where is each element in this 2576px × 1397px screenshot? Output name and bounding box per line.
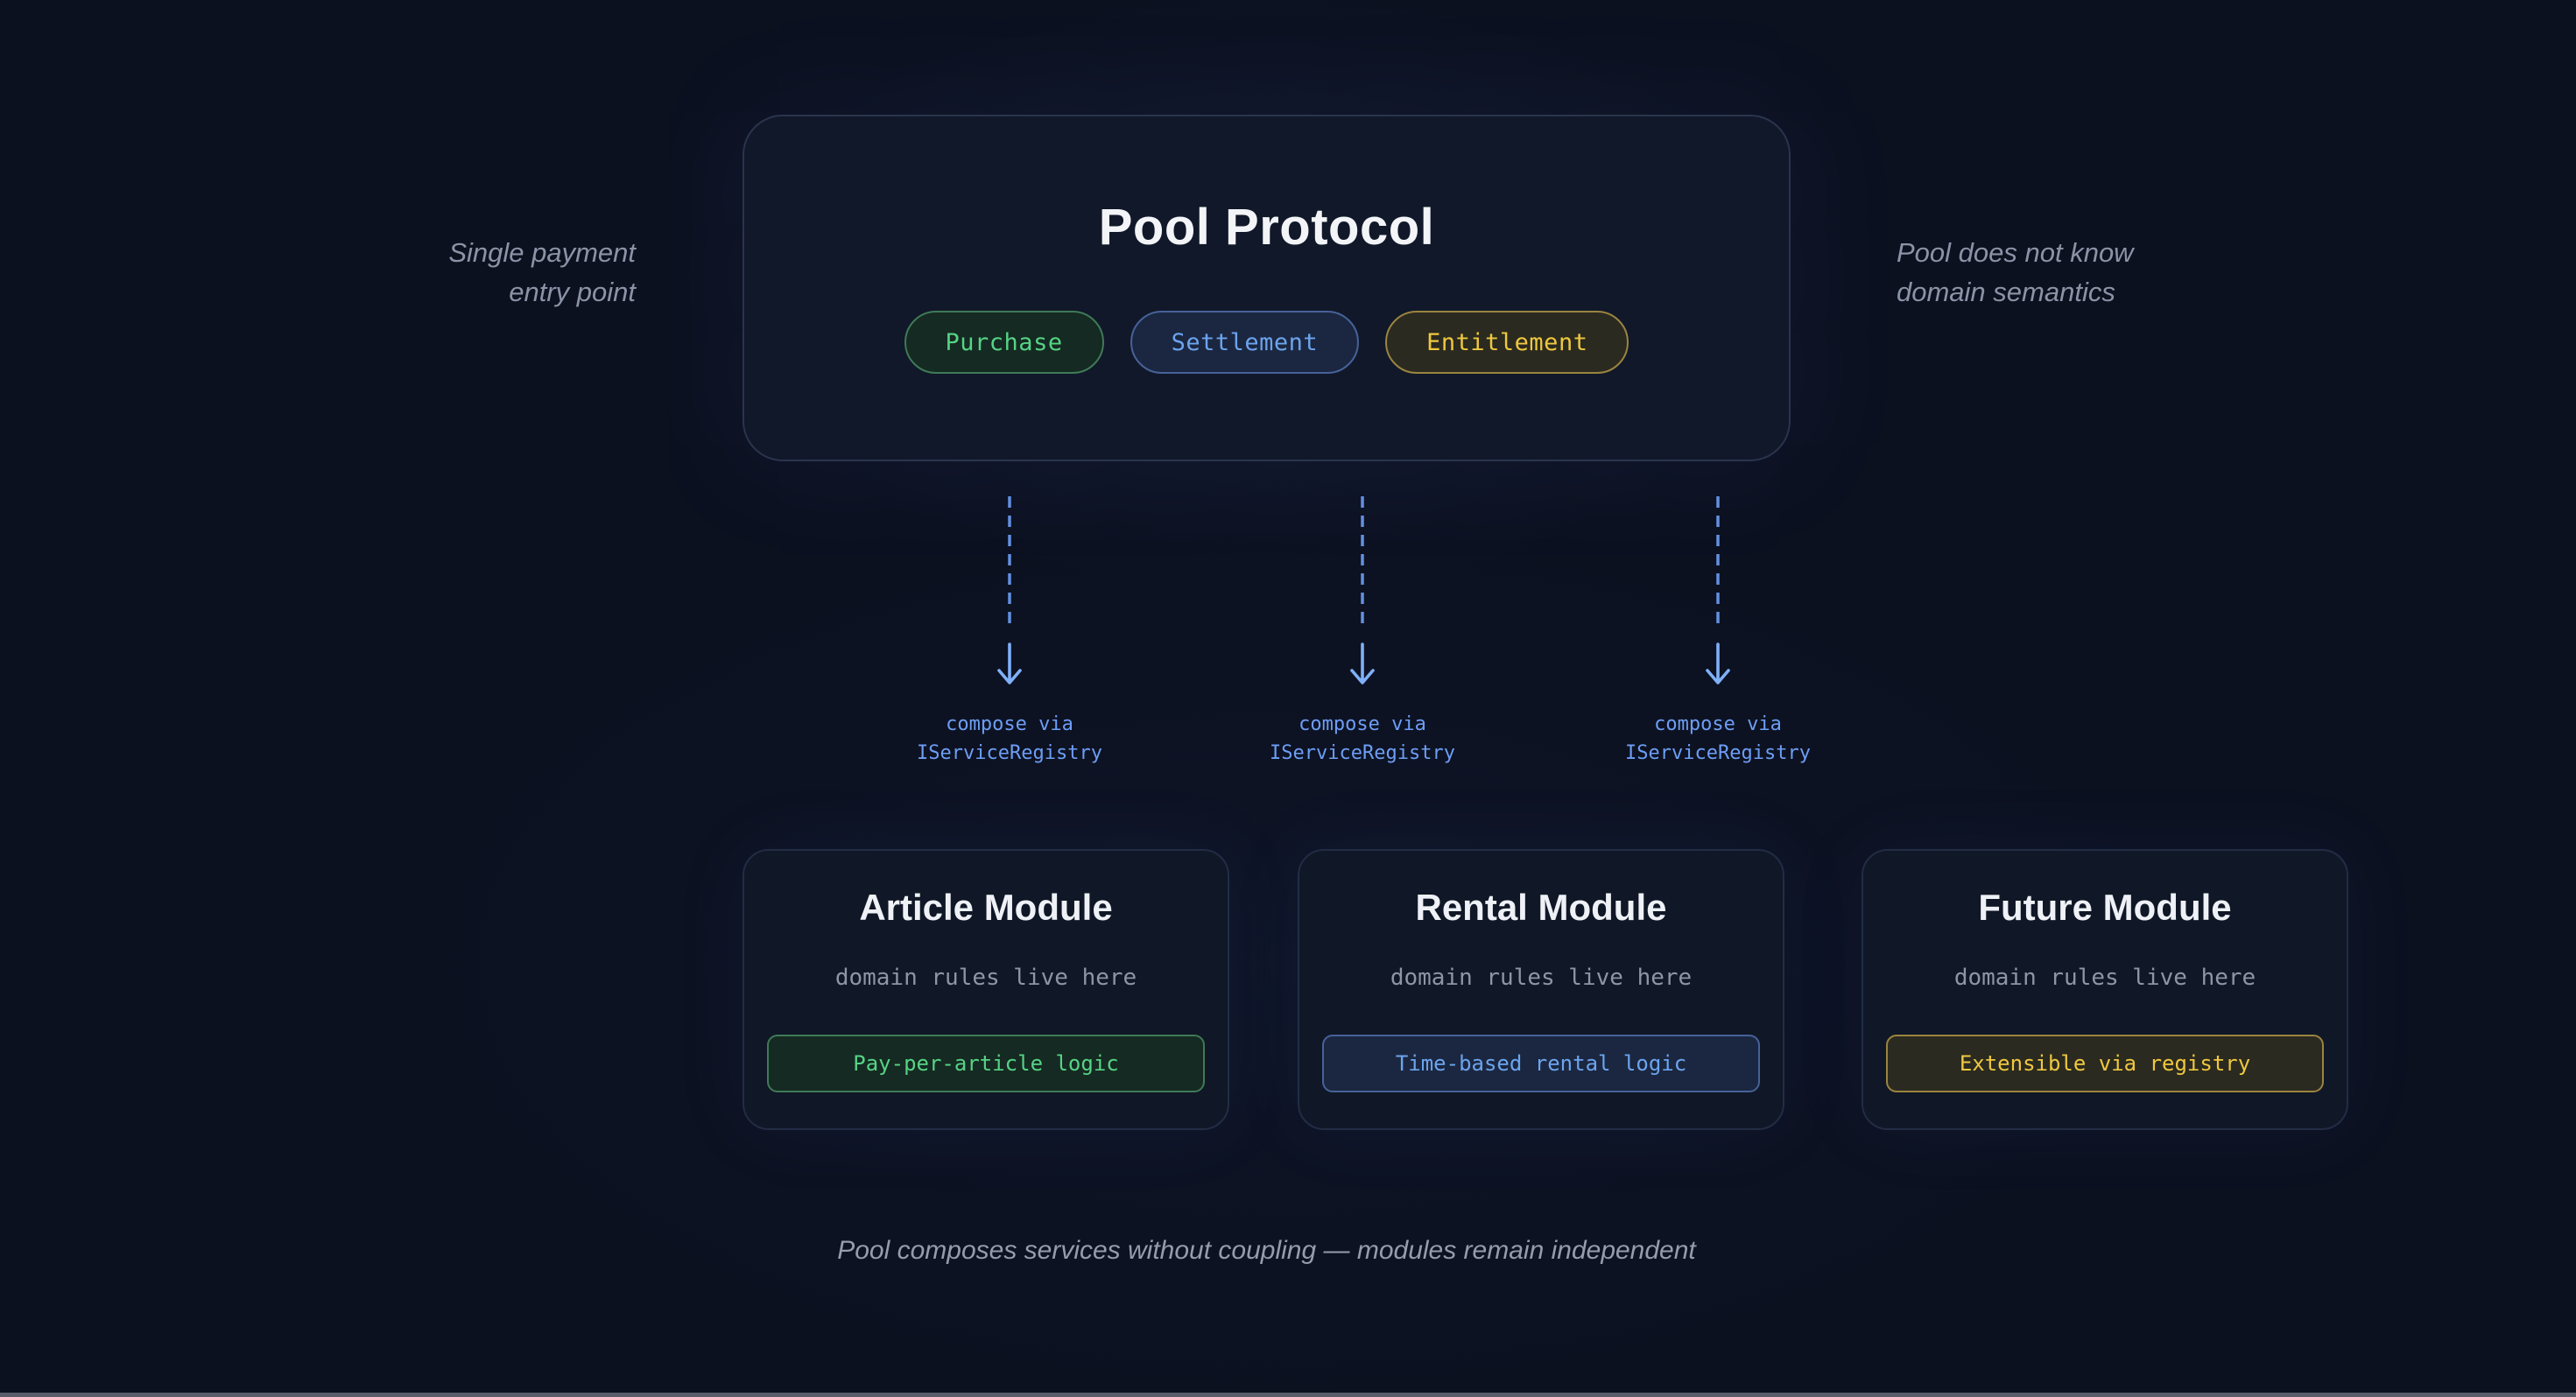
- module-card-future: Future Module domain rules live here Ext…: [1862, 849, 2348, 1130]
- right-annotation-line2: domain semantics: [1897, 277, 2115, 307]
- connector-article: compose via IServiceRegistry: [852, 495, 1167, 768]
- dashed-line-icon: [1008, 496, 1011, 628]
- module-card-rental: Rental Module domain rules live here Tim…: [1298, 849, 1784, 1130]
- connector-label: compose via IServiceRegistry: [917, 710, 1102, 768]
- module-subtitle: domain rules live here: [1953, 965, 2256, 991]
- connector-label-line1: compose via: [946, 713, 1073, 735]
- pill-settlement: Settlement: [1130, 311, 1360, 374]
- module-title: Future Module: [1978, 887, 2232, 928]
- footer-caption: Pool composes services without coupling …: [837, 1236, 1696, 1265]
- right-annotation: Pool does not know domain semantics: [1897, 233, 2264, 312]
- module-title: Article Module: [859, 887, 1113, 928]
- connector-rental: compose via IServiceRegistry: [1205, 495, 1520, 768]
- pool-protocol-title: Pool Protocol: [1098, 199, 1435, 256]
- connector-label-line2: IServiceRegistry: [1625, 742, 1811, 764]
- left-annotation-line2: entry point: [509, 277, 636, 307]
- connector-label-line1: compose via: [1654, 713, 1782, 735]
- down-arrow-icon: [1706, 642, 1730, 684]
- dashed-line-icon: [1361, 496, 1364, 628]
- pool-protocol-box: Pool Protocol Purchase Settlement Entitl…: [743, 115, 1791, 461]
- connector-label-line2: IServiceRegistry: [917, 742, 1102, 764]
- right-annotation-line1: Pool does not know: [1897, 237, 2134, 268]
- pill-entitlement: Entitlement: [1385, 311, 1629, 374]
- module-badge-future: Extensible via registry: [1886, 1035, 2324, 1092]
- connector-label: compose via IServiceRegistry: [1625, 710, 1811, 768]
- left-annotation-line1: Single payment: [448, 237, 636, 268]
- module-card-article: Article Module domain rules live here Pa…: [743, 849, 1229, 1130]
- pill-purchase: Purchase: [904, 311, 1104, 374]
- down-arrow-icon: [997, 642, 1022, 684]
- connector-future: compose via IServiceRegistry: [1560, 495, 1876, 768]
- module-badge-article: Pay-per-article logic: [767, 1035, 1205, 1092]
- connector-label-line2: IServiceRegistry: [1270, 742, 1455, 764]
- connector-label: compose via IServiceRegistry: [1270, 710, 1455, 768]
- module-subtitle: domain rules live here: [1390, 965, 1693, 991]
- module-subtitle: domain rules live here: [834, 965, 1137, 991]
- down-arrow-icon: [1350, 642, 1375, 684]
- bottom-edge-divider: [0, 1393, 2576, 1397]
- left-annotation: Single payment entry point: [315, 233, 636, 312]
- module-badge-rental: Time-based rental logic: [1322, 1035, 1760, 1092]
- module-title: Rental Module: [1415, 887, 1667, 928]
- dashed-line-icon: [1716, 496, 1720, 628]
- protocol-pill-row: Purchase Settlement Entitlement: [904, 311, 1629, 374]
- connector-label-line1: compose via: [1299, 713, 1426, 735]
